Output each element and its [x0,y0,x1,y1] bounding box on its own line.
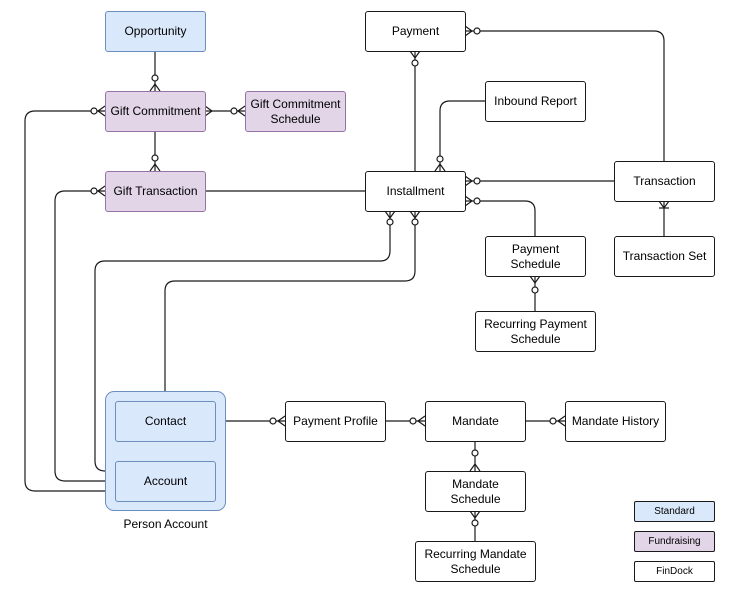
legend-fundraising: Fundraising [634,531,715,552]
entity-gift-commitment-schedule[interactable]: Gift Commitment Schedule [245,91,346,132]
entity-recurring-mandate-schedule[interactable]: Recurring Mandate Schedule [415,541,536,582]
edge-installment-payment-schedule [465,200,536,236]
edge-inbound-report-installment [439,100,485,171]
entity-mandate[interactable]: Mandate [425,401,526,442]
person-account-label: Person Account [123,517,208,531]
entity-account[interactable]: Account [115,461,216,502]
legend-standard: Standard [634,501,715,522]
entity-gift-transaction[interactable]: Gift Transaction [105,171,206,212]
entity-opportunity[interactable]: Opportunity [105,11,206,52]
entity-installment[interactable]: Installment [365,171,466,212]
legend-findock: FinDock [634,561,715,582]
entity-payment[interactable]: Payment [365,11,466,52]
entity-transaction-set[interactable]: Transaction Set [614,236,715,277]
edge-contact-installment [164,211,416,401]
entity-mandate-history[interactable]: Mandate History [565,401,666,442]
entity-payment-profile[interactable]: Payment Profile [285,401,386,442]
entity-contact[interactable]: Contact [115,401,216,442]
entity-transaction[interactable]: Transaction [614,161,715,202]
edge-account-installment [94,211,391,472]
entity-payment-schedule[interactable]: Payment Schedule [485,236,586,277]
entity-recurring-payment-schedule[interactable]: Recurring Payment Schedule [475,311,596,352]
edge-account-gift-transaction [54,190,115,482]
edge-account-gift-commitment [24,110,115,492]
edge-payment-transaction [465,30,665,161]
entity-inbound-report[interactable]: Inbound Report [485,81,586,122]
entity-mandate-schedule[interactable]: Mandate Schedule [425,471,526,512]
entity-gift-commitment[interactable]: Gift Commitment [105,91,206,132]
